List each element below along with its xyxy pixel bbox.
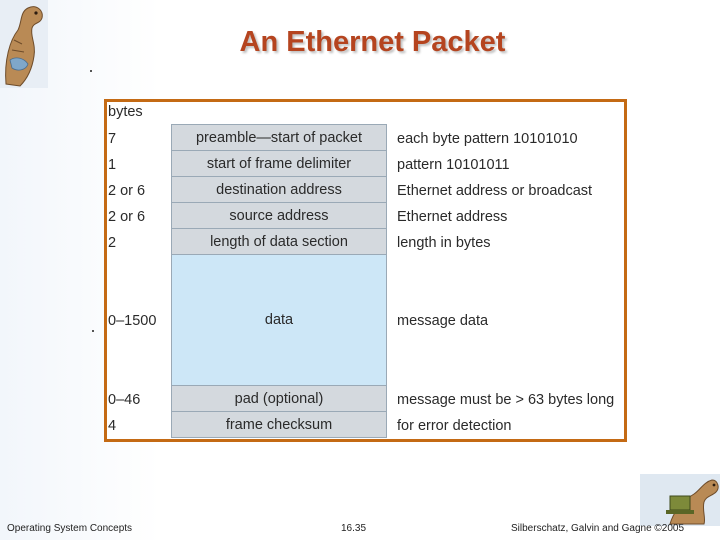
packet-field-preamble: preamble—start of packet <box>171 124 387 151</box>
field-description: pattern 10101011 <box>397 157 510 173</box>
dinosaur-logo-icon <box>0 0 48 88</box>
packet-field-checksum: frame checksum <box>171 411 387 438</box>
packet-field-destination-address: destination address <box>171 176 387 203</box>
packet-field-pad: pad (optional) <box>171 385 387 412</box>
field-description: message must be > 63 bytes long <box>397 392 615 408</box>
footer-course-name: Operating System Concepts <box>7 523 133 534</box>
decorative-dot <box>92 330 94 332</box>
footer-copyright: Silberschatz, Galvin and Gagne ©2005 <box>511 523 685 534</box>
packet-field-length: length of data section <box>171 228 387 255</box>
footer-slide-number: 16.35 <box>341 523 367 534</box>
ethernet-packet-diagram: bytes 7 preamble—start of packet each by… <box>104 99 627 442</box>
field-description: each byte pattern 10101010 <box>397 131 578 147</box>
field-description: Ethernet address or broadcast <box>397 183 593 199</box>
field-bytes: 2 or 6 <box>108 183 146 199</box>
dinosaur-laptop-icon <box>640 474 720 526</box>
packet-field-data: data <box>171 254 387 386</box>
field-bytes: 0–46 <box>108 392 141 408</box>
packet-field-start-delimiter: start of frame delimiter <box>171 150 387 177</box>
field-description: Ethernet address <box>397 209 508 225</box>
field-bytes: 1 <box>108 157 117 173</box>
packet-field-source-address: source address <box>171 202 387 229</box>
decorative-dot <box>90 70 92 72</box>
field-bytes: 4 <box>108 418 117 434</box>
field-description: for error detection <box>397 418 512 434</box>
field-bytes: 7 <box>108 131 117 147</box>
bytes-column-header: bytes <box>108 104 143 120</box>
slide-title: An Ethernet Packet <box>239 26 506 58</box>
field-description: message data <box>397 313 489 329</box>
field-bytes: 2 or 6 <box>108 209 146 225</box>
field-description: length in bytes <box>397 235 491 251</box>
field-bytes: 2 <box>108 235 117 251</box>
field-bytes: 0–1500 <box>108 313 157 329</box>
